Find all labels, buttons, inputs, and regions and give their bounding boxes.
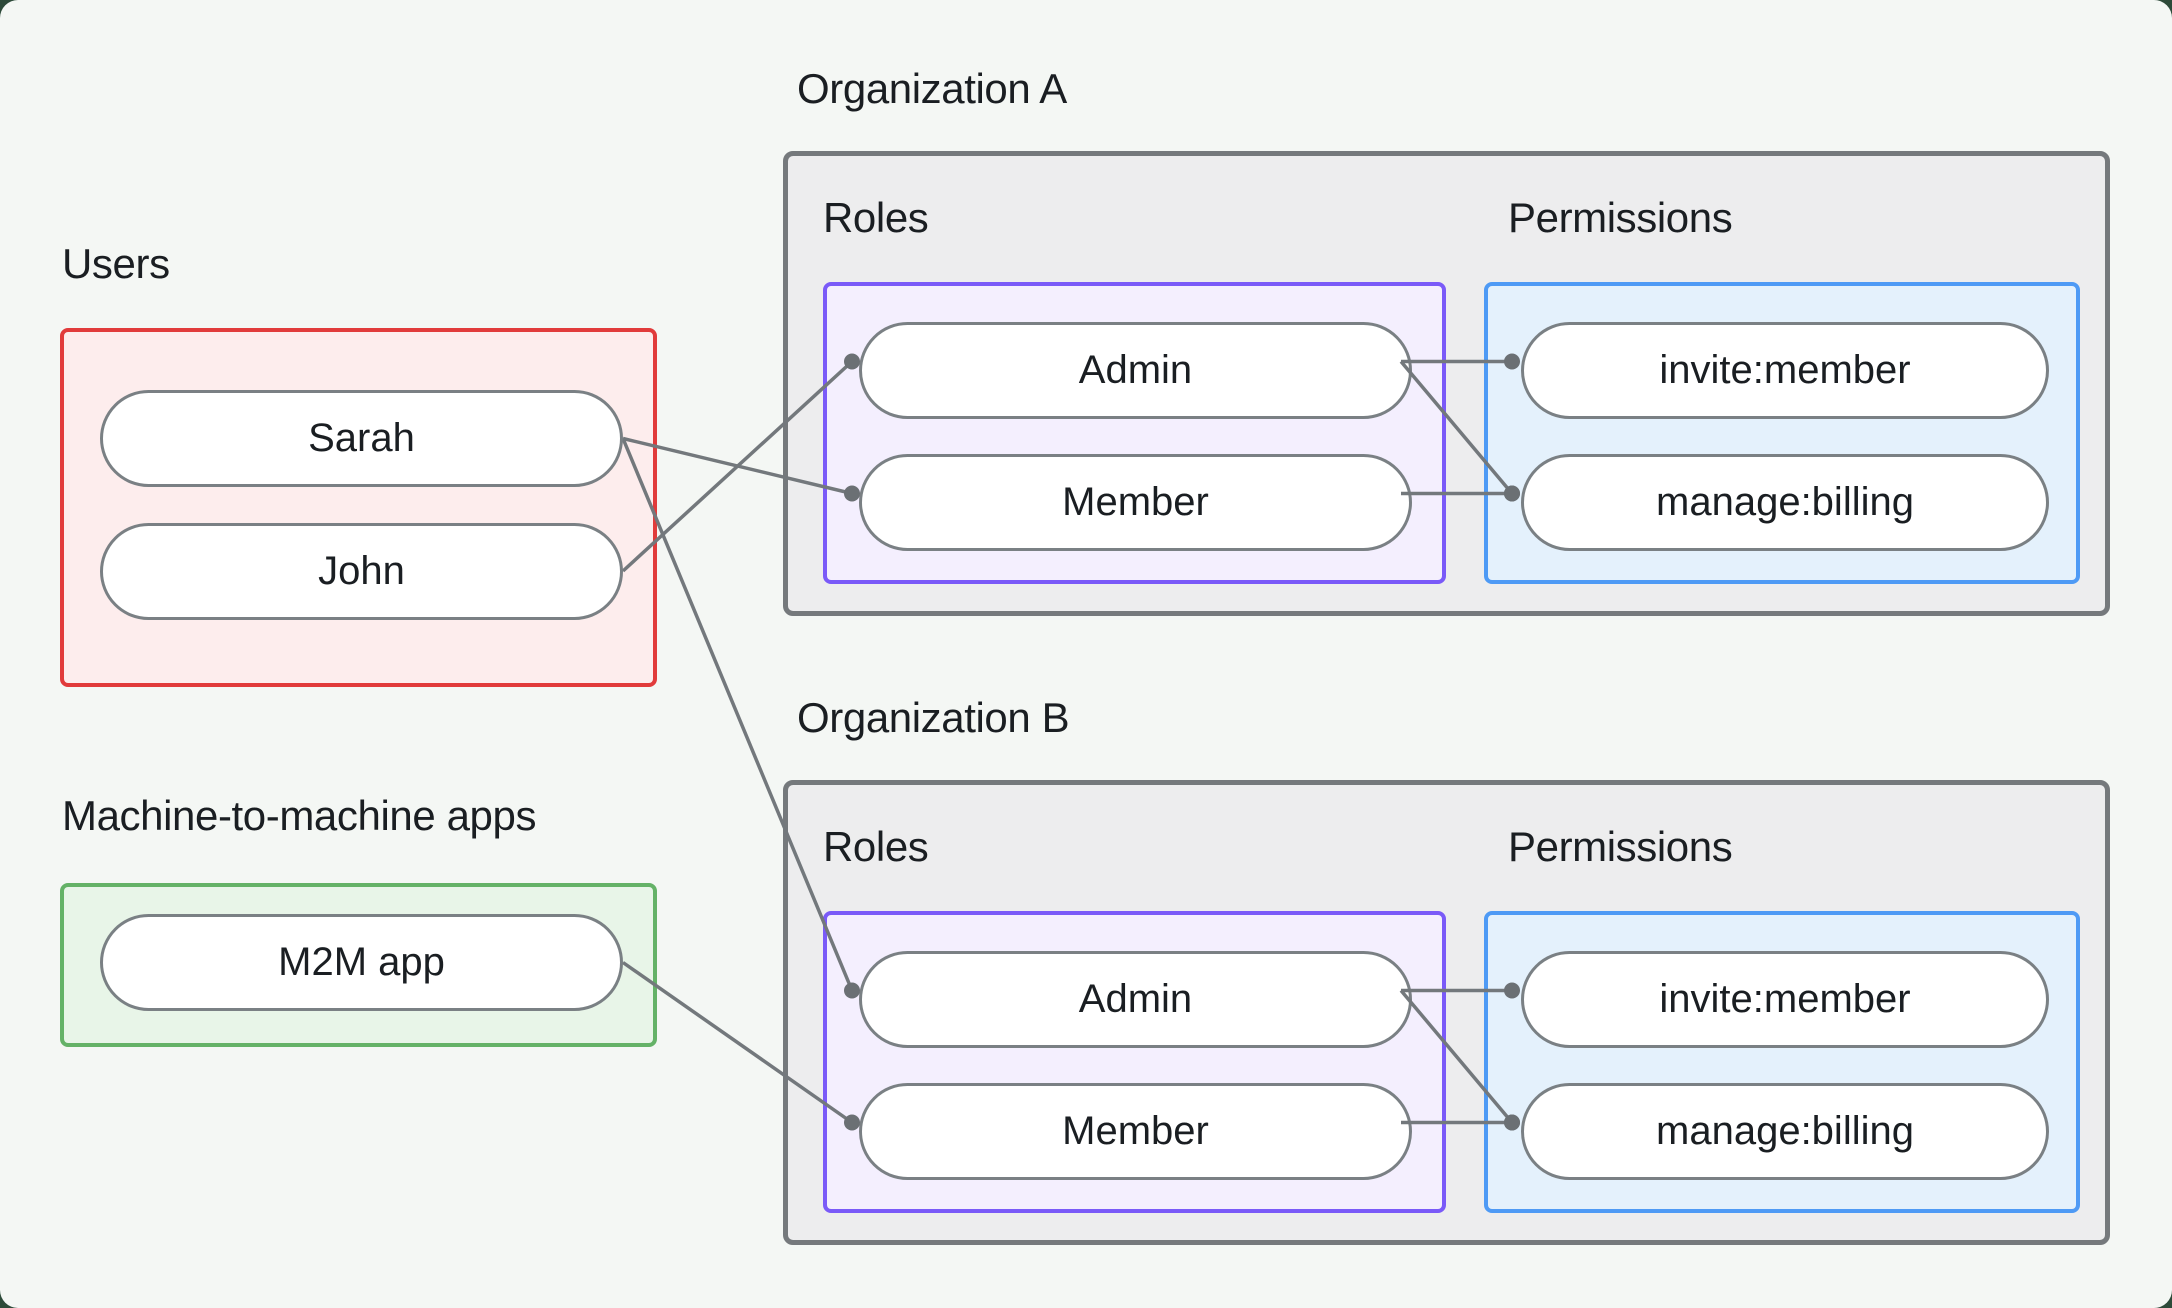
org-a-permissions-label: Permissions	[1508, 194, 1733, 241]
org-b-container: Roles Permissions Admin Member invite:me…	[783, 780, 2110, 1245]
user-node-sarah: Sarah	[100, 390, 623, 487]
users-group-label: Users	[62, 240, 170, 287]
user-node-john: John	[100, 523, 623, 620]
org-b-role-admin: Admin	[859, 951, 1412, 1048]
org-a-permissions-box: invite:member manage:billing	[1484, 282, 2080, 584]
org-b-permissions-label: Permissions	[1508, 823, 1733, 870]
m2m-group-label: Machine-to-machine apps	[62, 792, 537, 839]
permission-label: invite:member	[1659, 348, 1911, 392]
org-a-title: Organization A	[797, 65, 1067, 112]
org-a-roles-box: Admin Member	[823, 282, 1446, 584]
permission-label: manage:billing	[1656, 1109, 1914, 1153]
org-b-permissions-box: invite:member manage:billing	[1484, 911, 2080, 1213]
role-label: Admin	[1078, 977, 1193, 1021]
org-b-roles-box: Admin Member	[823, 911, 1446, 1213]
permission-label: invite:member	[1659, 977, 1911, 1021]
role-label: Admin	[1078, 348, 1193, 392]
org-a-role-member: Member	[859, 454, 1412, 551]
org-a-role-admin: Admin	[859, 322, 1412, 419]
org-b-role-member: Member	[859, 1083, 1412, 1180]
user-node-label: Sarah	[308, 416, 415, 460]
permission-label: manage:billing	[1656, 480, 1914, 524]
org-a-permission-invite-member: invite:member	[1521, 322, 2049, 419]
org-b-permission-invite-member: invite:member	[1521, 951, 2049, 1048]
role-label: Member	[1062, 1109, 1209, 1153]
org-a-permission-manage-billing: manage:billing	[1521, 454, 2049, 551]
org-b-title: Organization B	[797, 694, 1070, 741]
org-a-container: Roles Permissions Admin Member invite:me…	[783, 151, 2110, 616]
user-node-label: John	[318, 549, 405, 593]
users-group-box	[60, 328, 657, 687]
m2m-app-node-label: M2M app	[278, 940, 445, 984]
org-b-roles-label: Roles	[823, 823, 929, 870]
org-a-roles-label: Roles	[823, 194, 929, 241]
org-b-permission-manage-billing: manage:billing	[1521, 1083, 2049, 1180]
m2m-app-node: M2M app	[100, 914, 623, 1011]
role-label: Member	[1062, 480, 1209, 524]
